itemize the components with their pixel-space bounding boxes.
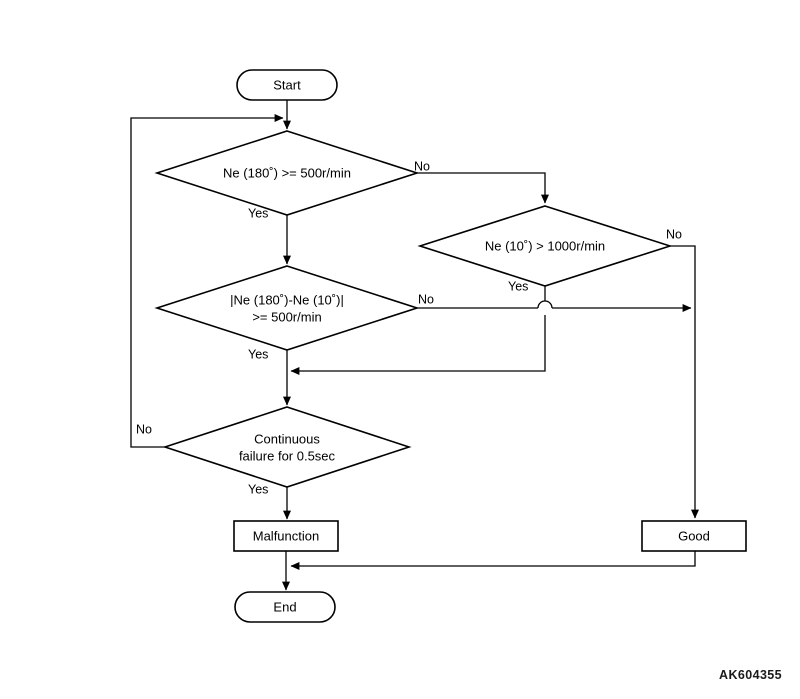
edge-label-d4-yes: Yes: [248, 482, 268, 496]
edge-label-d2-no: No: [666, 227, 682, 241]
edge-label-d3-no: No: [418, 292, 434, 306]
figure-code: AK604355: [719, 668, 782, 682]
node-good-label: Good: [678, 528, 710, 543]
edge-good-to-end: [290, 551, 696, 570]
node-malfunction[interactable]: [233, 520, 339, 552]
edge-hop-arc: [537, 300, 553, 309]
node-decision-ne10[interactable]: [417, 205, 673, 287]
edge-label-d4-no: No: [136, 422, 152, 436]
node-decision-ne180-label: Ne (180˚) >= 500r/min: [223, 165, 351, 180]
edge-d4-no-feedback: [130, 114, 284, 448]
node-start-label: Start: [273, 77, 301, 92]
node-decision-ne-diff-line1: |Ne (180˚)-Ne (10˚)|: [230, 292, 344, 307]
node-decision-continuous-failure[interactable]: [162, 406, 412, 488]
edge-d2-no-to-good: [670, 245, 699, 519]
node-decision-continuous-failure-line2: failure for 0.5sec: [239, 448, 336, 463]
node-end-label: End: [273, 599, 296, 614]
edge-label-d3-yes: Yes: [248, 347, 268, 361]
node-decision-ne180[interactable]: [154, 130, 420, 216]
node-decision-continuous-failure-line1: Continuous: [254, 431, 320, 446]
edge-d2-yes-segment-lower: [290, 315, 546, 375]
node-start[interactable]: [236, 69, 338, 101]
node-good[interactable]: [641, 520, 747, 552]
edge-label-d1-yes: Yes: [248, 206, 268, 220]
node-decision-ne10-label: Ne (10˚) > 1000r/min: [485, 238, 605, 253]
edge-label-d2-yes: Yes: [508, 279, 528, 293]
node-decision-ne-diff[interactable]: [154, 265, 420, 351]
node-end[interactable]: [234, 591, 336, 623]
edge-d1-no-to-d2: [417, 172, 549, 204]
edge-label-d1-no: No: [414, 159, 430, 173]
node-decision-ne-diff-line2: >= 500r/min: [252, 309, 321, 324]
node-malfunction-label: Malfunction: [253, 528, 319, 543]
